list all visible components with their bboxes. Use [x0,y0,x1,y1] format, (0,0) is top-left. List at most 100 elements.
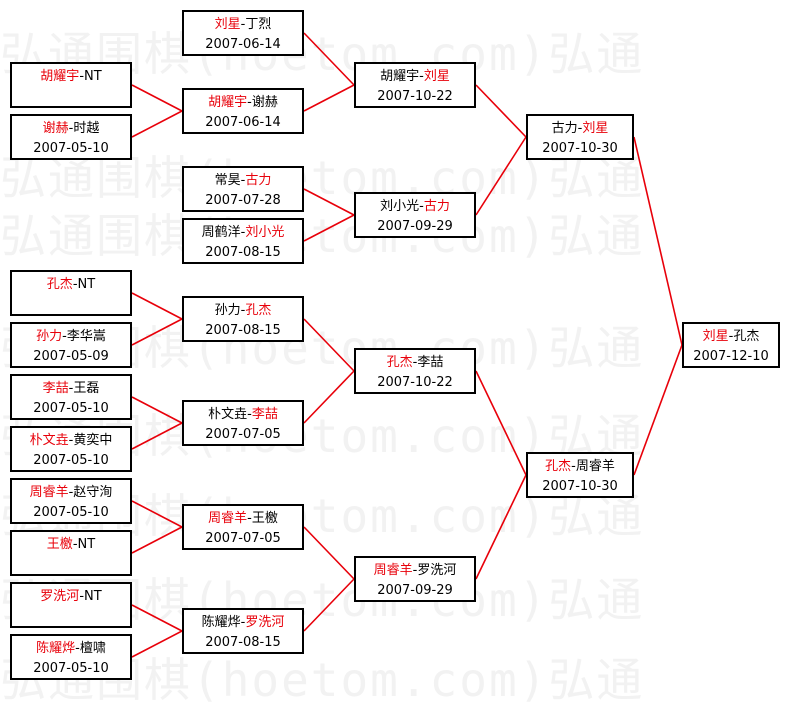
vs-separator: - [247,407,252,422]
match-box-final: 刘星-孔杰 2007-12-10 [682,322,780,368]
match-players: 刘星-丁烈 [184,15,302,35]
match-players: 孔杰-周睿羊 [528,457,632,477]
player-1-name: 孙力 [214,303,241,318]
match-players: 刘星-孔杰 [684,327,778,347]
player-1-name: 孔杰 [386,355,413,370]
match-date: 2007-05-10 [33,505,109,520]
match-box-r1c: 孔杰-NT [10,270,132,316]
match-box-r2a: 刘星-丁烈 2007-06-14 [182,10,304,56]
match-date: 2007-05-10 [33,453,109,468]
player-2-name: 李喆 [417,355,444,370]
match-box-r1i: 罗洗河-NT [10,582,132,628]
player-1-name: 周睿羊 [208,511,248,526]
player-1-name: 刘小光 [380,199,420,214]
match-players: 胡耀宇-刘星 [356,67,474,87]
connector-line-r2a-r3a [303,32,355,86]
match-box-r1g: 周睿羊-赵守洵 2007-05-10 [10,478,132,524]
player-1-name: 常昊 [214,173,241,188]
match-players: 王檄-NT [12,535,130,555]
match-date: 2007-07-05 [205,531,281,546]
player-1-name: 周鹤洋 [201,225,241,240]
match-players: 胡耀宇-NT [12,67,130,87]
vs-separator: - [79,69,85,84]
player-2-name: NT [84,69,102,84]
match-box-r2h: 陈耀烨-罗洗河 2007-08-15 [182,608,304,654]
match-players: 周睿羊-赵守洵 [12,483,130,503]
connector-line-r2e-r3c [303,318,355,372]
match-date: 2007-08-15 [205,635,281,650]
match-players: 胡耀宇-谢赫 [184,93,302,113]
match-date: 2007-09-29 [377,583,453,598]
player-1-name: 孔杰 [46,277,73,292]
player-2-name: NT [77,537,96,552]
connector-line-r1a-r2b [131,84,183,112]
player-1-name: 陈耀烨 [201,615,241,630]
match-date: 2007-08-15 [205,323,281,338]
vs-separator: - [75,641,80,656]
player-1-name: 孙力 [36,329,63,344]
match-box-r1f: 朴文垚-黄奕中 2007-05-10 [10,426,132,472]
connector-line-r1b-r2b [131,110,183,138]
connector-line-r3a-r4a [475,84,527,138]
match-box-r3d: 周睿羊-罗洗河 2007-09-29 [354,556,476,602]
vs-separator: - [68,381,74,396]
player-1-name: 罗洗河 [40,589,80,604]
connector-line-r1h-r2g [131,526,183,554]
match-date: 2007-06-14 [205,37,281,52]
vs-separator: - [68,121,74,136]
player-2-name: 刘星 [423,69,450,84]
match-date: 2007-10-22 [377,89,453,104]
match-date: 2007-05-09 [33,349,109,364]
connector-line-r1i-r2h [131,604,183,632]
player-1-name: 周睿羊 [373,563,413,578]
player-1-name: 刘星 [214,17,241,32]
match-players: 李喆-王磊 [12,379,130,399]
player-2-name: 刘小光 [245,225,285,240]
vs-separator: - [240,173,246,188]
match-players: 周睿羊-罗洗河 [356,561,474,581]
player-2-name: 李喆 [251,407,278,422]
connector-line-r2g-r3d [303,526,355,580]
connector-line-r1g-r2g [131,500,183,528]
player-2-name: 孔杰 [245,303,272,318]
player-2-name: 丁烈 [245,17,272,32]
connector-line-r1f-r2f [131,422,183,450]
match-box-r2f: 朴文垚-李喆 2007-07-05 [182,400,304,446]
match-players: 陈耀烨-罗洗河 [184,613,302,633]
player-1-name: 周睿羊 [29,485,69,500]
connector-line-r2f-r3c [303,370,355,424]
match-date: 2007-10-22 [377,375,453,390]
match-date: 2007-06-14 [205,115,281,130]
match-players: 刘小光-古力 [356,197,474,217]
player-1-name: 胡耀宇 [208,95,248,110]
match-players: 朴文垚-黄奕中 [12,431,130,451]
vs-separator: - [240,615,246,630]
connector-line-r2h-r3d [303,578,355,632]
connector-line-r3d-r4b [475,474,527,580]
match-players: 孔杰-NT [12,275,130,295]
player-2-name: NT [84,589,102,604]
match-players: 古力-刘星 [528,119,632,139]
player-2-name: 孔杰 [733,329,760,344]
player-2-name: 古力 [245,173,272,188]
vs-separator: - [68,433,74,448]
vs-separator: - [419,199,424,214]
vs-separator: - [240,225,246,240]
match-date: 2007-05-10 [33,141,109,156]
player-2-name: 李华嵩 [66,329,106,344]
match-players: 孙力-孔杰 [184,301,302,321]
match-date: 2007-12-10 [693,349,769,364]
player-1-name: 胡耀宇 [380,69,420,84]
vs-separator: - [577,121,583,136]
connector-line-r1c-r2e [131,292,183,320]
match-date: 2007-07-05 [205,427,281,442]
vs-separator: - [62,329,67,344]
player-1-name: 孔杰 [545,459,572,474]
match-players: 常昊-古力 [184,171,302,191]
player-2-name: 罗洗河 [417,563,457,578]
match-players: 朴文垚-李喆 [184,405,302,425]
